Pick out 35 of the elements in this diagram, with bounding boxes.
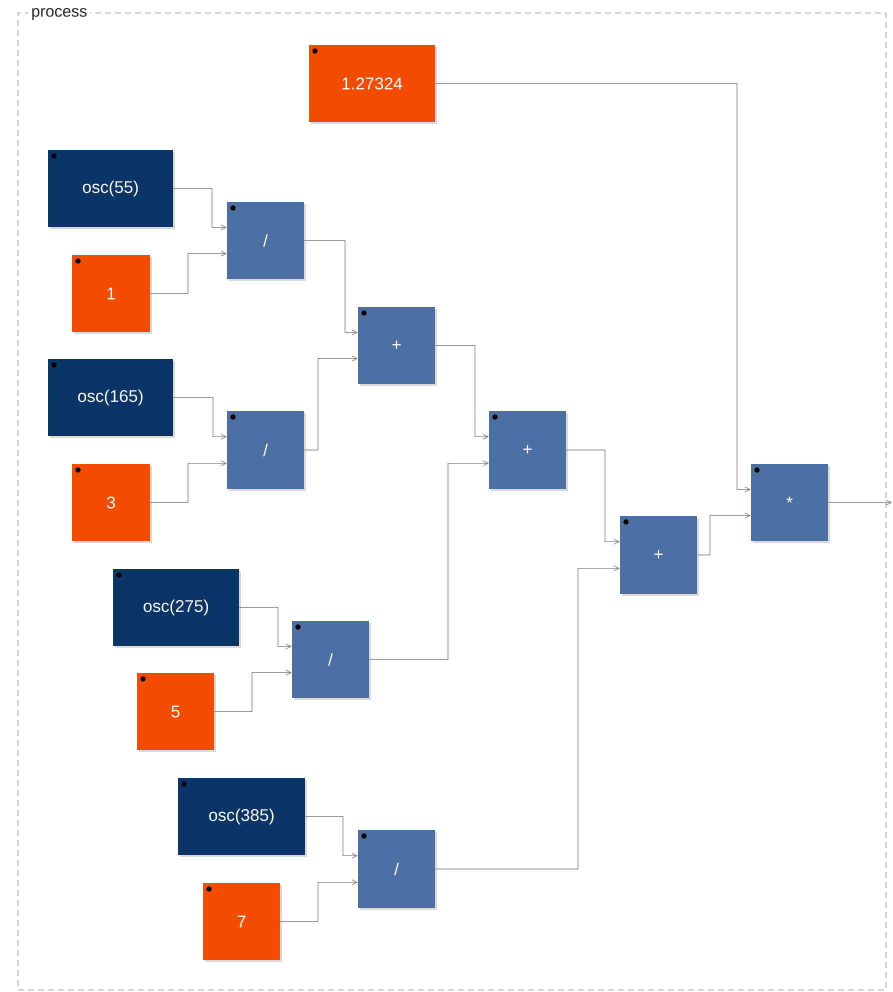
operator-box: + [489,411,568,491]
connector-arrow [150,250,227,294]
connector-arrow [566,450,620,545]
connector-arrow [150,460,227,503]
connector-arrow [304,240,358,336]
connector-arrow [304,356,358,450]
oscillator-box: osc(385) [178,778,307,857]
operator-box: / [292,621,371,700]
connector-arrow [304,816,358,859]
operator-box: + [620,516,699,596]
constant-box: 3 [72,464,152,543]
connector-arrow [214,670,292,712]
connector-arrow [280,879,358,922]
operator-box: * [751,464,830,543]
oscillator-box: osc(55) [48,150,175,229]
connector-arrow [696,512,751,556]
constant-box: 7 [203,883,282,962]
constant-box: 1 [72,255,152,334]
operator-box: + [358,307,437,386]
group-title: process [28,5,90,23]
connector-arrow [172,397,227,440]
oscillator-box: osc(165) [48,359,175,438]
constant-box: 1.27324 [309,45,437,124]
operator-box: / [358,830,437,910]
connector-arrow [434,83,751,492]
operator-box: / [227,411,306,491]
constant-box: 5 [137,673,216,752]
connector-arrow [238,607,292,650]
oscillator-box: osc(275) [113,569,241,648]
connector-arrow [828,500,892,506]
connector-arrow [368,460,489,660]
connector-arrow [434,345,489,440]
operator-box: / [227,202,306,281]
connector-arrow [434,565,620,870]
connector-arrow [172,188,227,230]
